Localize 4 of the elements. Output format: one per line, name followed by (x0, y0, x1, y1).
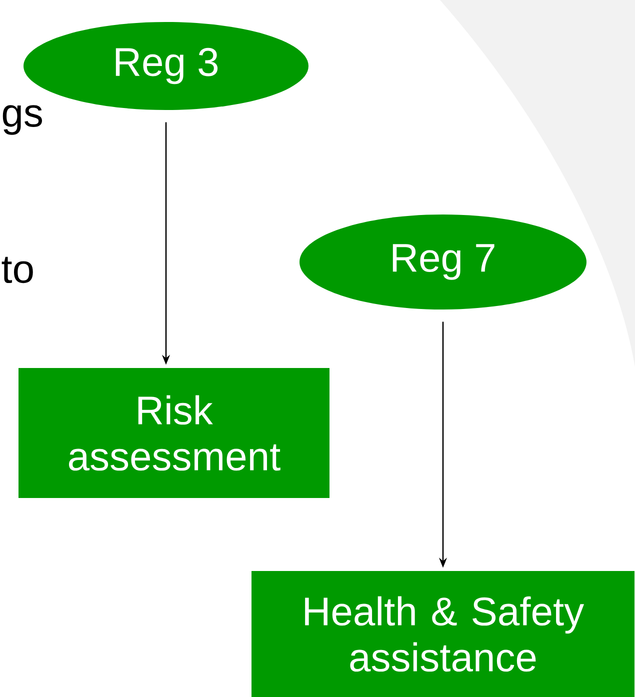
text-fragment: to (2, 256, 33, 284)
process-box: Risk assessment (18, 368, 330, 498)
oval-node: Reg 7 (300, 214, 586, 310)
process-box: Health & Safety assistance (252, 571, 634, 697)
